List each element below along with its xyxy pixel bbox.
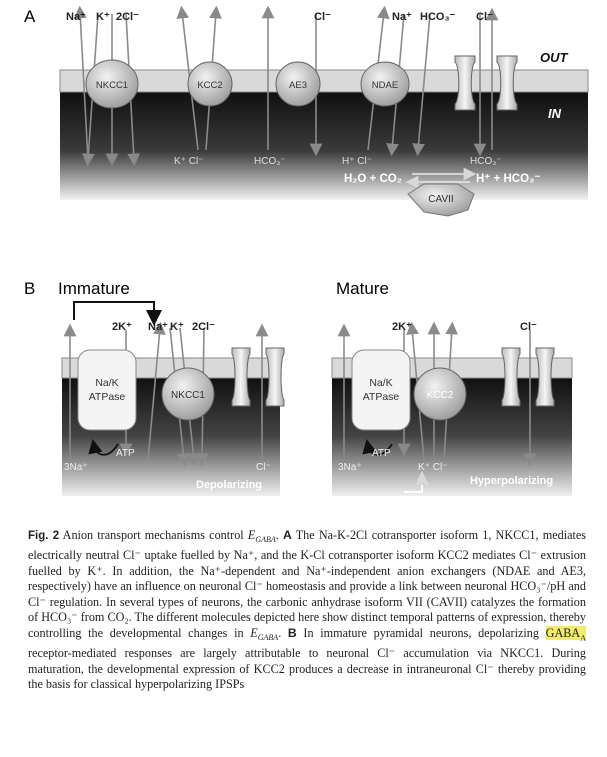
atp-arrow-mature bbox=[362, 438, 393, 456]
mature-title: Mature bbox=[336, 279, 389, 298]
svg-text:ATPase: ATPase bbox=[89, 391, 126, 403]
svg-text:Na/K: Na/K bbox=[369, 377, 392, 389]
enzyme-cavii: CAVII bbox=[407, 183, 475, 217]
chloride-channel-mature bbox=[501, 347, 555, 407]
ion-k-nkcc1: K⁺ bbox=[96, 11, 110, 23]
pump-immature: Na/K ATPase bbox=[77, 349, 137, 431]
bracket-arrow bbox=[73, 301, 162, 326]
reaction-left: H₂O + CO₂ bbox=[344, 173, 402, 185]
state-depolarizing: Depolarizing bbox=[196, 479, 262, 491]
transporter-kcc2: KCC2 bbox=[187, 61, 233, 107]
state-hyperpolarizing: Hyperpolarizing bbox=[470, 475, 553, 487]
panel-a-letter: A bbox=[24, 7, 36, 26]
gaba-highlight: GABAA bbox=[545, 626, 586, 643]
ion-cl-ae3: Cl⁻ bbox=[314, 11, 331, 23]
hook-arrow-mature bbox=[404, 470, 430, 493]
chloride-channel-immature bbox=[231, 347, 285, 407]
ion-3na-mature: 3Na⁺ bbox=[338, 462, 362, 473]
ion-k-immature: K⁺ bbox=[170, 321, 184, 333]
ion-cl-channel: Cl⁻ bbox=[476, 11, 493, 23]
ion-2cl-nkcc1: 2Cl⁻ bbox=[116, 11, 139, 23]
chloride-channel-a bbox=[454, 55, 518, 111]
in-label: IN bbox=[548, 106, 562, 121]
ion-hco3-ndae: HCO₃⁻ bbox=[420, 11, 456, 23]
out-label: OUT bbox=[540, 50, 569, 65]
ion-na-nkcc1: Na⁺ bbox=[66, 11, 86, 23]
atp-arrow-immature bbox=[88, 438, 119, 456]
svg-text:Na/K: Na/K bbox=[95, 377, 118, 389]
svg-text:KCC2: KCC2 bbox=[427, 390, 454, 401]
ion-hco3-ae3: HCO₃⁻ bbox=[254, 156, 286, 167]
reaction-right: H⁺ + HCO₃⁻ bbox=[476, 173, 540, 185]
figure-caption: Fig. 2 Anion transport mechanisms contro… bbox=[28, 528, 587, 692]
svg-text:ATPase: ATPase bbox=[363, 391, 400, 403]
ion-2k-mature: 2K⁺ bbox=[392, 321, 412, 333]
panel-b-letter: B bbox=[24, 279, 35, 298]
svg-text:NKCC1: NKCC1 bbox=[96, 80, 128, 91]
transporter-ndae: NDAE bbox=[360, 61, 410, 107]
ion-kcl-bottom-mature: K⁺ Cl⁻ bbox=[418, 462, 447, 473]
ion-cl-bottom-immature: Cl⁻ bbox=[256, 462, 271, 473]
figure-diagram: A NKCC1 KCC2 AE3 NDAE bbox=[24, 5, 589, 496]
atp-immature: ATP bbox=[116, 448, 135, 459]
svg-text:CAVII: CAVII bbox=[428, 194, 453, 205]
svg-text:NDAE: NDAE bbox=[372, 80, 398, 91]
ion-na-ndae: Na⁺ bbox=[392, 11, 412, 23]
svg-text:AE3: AE3 bbox=[289, 80, 307, 91]
transporter-kcc2-mature: KCC2 bbox=[413, 367, 467, 421]
ion-hcl-ndae: H⁺ Cl⁻ bbox=[342, 156, 372, 167]
ion-2cl-immature: 2Cl⁻ bbox=[192, 321, 215, 333]
caption-label: Fig. 2 bbox=[28, 530, 60, 542]
ion-na-immature: Na⁺ bbox=[148, 321, 168, 333]
pump-mature: Na/K ATPase bbox=[351, 349, 411, 431]
immature-title: Immature bbox=[58, 279, 130, 298]
ion-hco3-channel: HCO₃⁻ bbox=[470, 156, 502, 167]
ion-cl-mature: Cl⁻ bbox=[520, 321, 537, 333]
svg-text:KCC2: KCC2 bbox=[197, 80, 222, 91]
transporter-nkcc1-immature: NKCC1 bbox=[161, 367, 215, 421]
transporter-nkcc1: NKCC1 bbox=[85, 59, 139, 109]
ion-kcl-kcc2: K⁺ Cl⁻ bbox=[174, 156, 203, 167]
svg-text:NKCC1: NKCC1 bbox=[171, 390, 205, 401]
ion-3na-immature: 3Na⁺ bbox=[64, 462, 88, 473]
ion-2k-immature: 2K⁺ bbox=[112, 321, 132, 333]
transporter-ae3: AE3 bbox=[275, 61, 321, 107]
atp-mature: ATP bbox=[372, 448, 391, 459]
